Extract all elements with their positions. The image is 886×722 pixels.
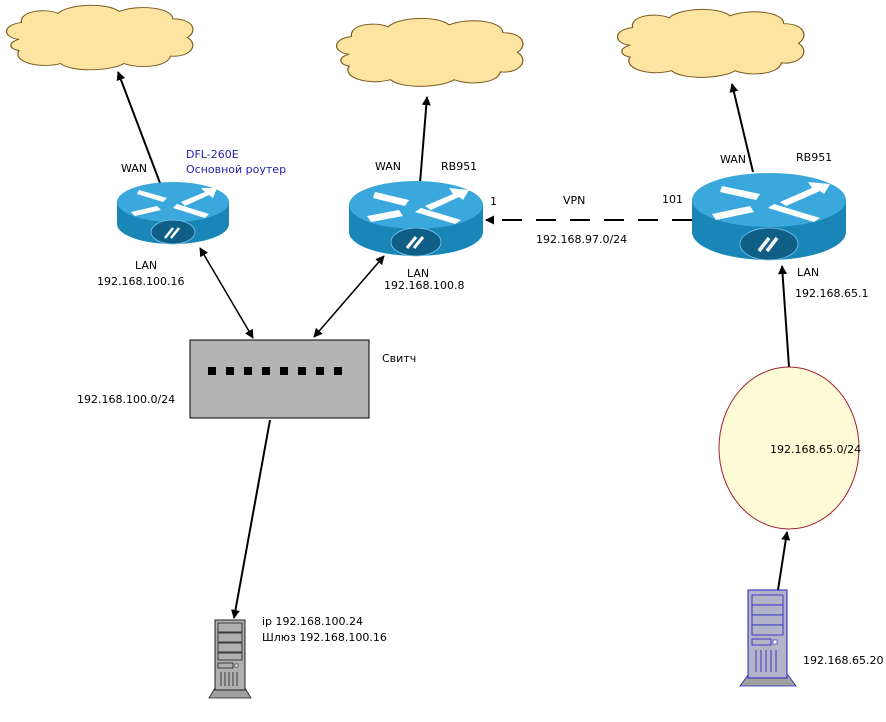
switch-port xyxy=(280,367,288,375)
server-local[interactable] xyxy=(208,619,252,699)
rb1-model-label: RB951 xyxy=(441,160,478,173)
switch-port xyxy=(244,367,252,375)
link-rb1-wan xyxy=(419,96,431,184)
link-rb1-switch xyxy=(313,255,385,338)
dfl-lan-label: LAN xyxy=(135,259,158,272)
cloud-internet-2 xyxy=(335,17,524,87)
link-dfl-switch xyxy=(199,247,254,339)
server-local-ip: ip 192.168.100.24 xyxy=(262,615,364,628)
dfl-wan-label: WAN xyxy=(121,162,148,175)
dfl-lan-ip: 192.168.100.16 xyxy=(97,275,185,288)
router-arrows-icon xyxy=(131,188,217,218)
server-remote[interactable] xyxy=(739,589,797,687)
switch-port xyxy=(298,367,306,375)
server-remote-ip: 192.168.65.20 xyxy=(803,654,884,667)
rb1-lan-label: LAN xyxy=(407,267,430,280)
rb2-lan-ip: 192.168.65.1 xyxy=(795,287,869,300)
router-badge-icon xyxy=(390,227,442,257)
rb1-vpn-port: 1 xyxy=(490,195,497,208)
vpn-label: VPN xyxy=(563,194,586,207)
switch-subnet-label: 192.168.100.0/24 xyxy=(77,393,176,406)
subnet-remote-label: 192.168.65.0/24 xyxy=(770,443,862,456)
router-badge-icon xyxy=(150,219,196,245)
router-arrows-icon xyxy=(712,182,830,222)
rb1-wan-label: WAN xyxy=(375,160,402,173)
switch-label: Свитч xyxy=(382,352,417,365)
link-subnet-rb2 xyxy=(778,265,790,368)
dfl-role-label: Основной роутер xyxy=(186,163,287,176)
switch-ports xyxy=(208,367,342,375)
router-arrows-icon xyxy=(367,188,469,224)
link-server-subnet xyxy=(777,531,791,591)
rb2-vpn-port: 101 xyxy=(662,193,683,206)
router-badge-icon xyxy=(739,227,799,261)
subnet-remote-circle[interactable] xyxy=(718,366,860,530)
router-rb951-remote[interactable] xyxy=(692,173,846,261)
dfl-model-label: DFL-260E xyxy=(186,148,239,161)
rb1-lan-ip: 192.168.100.8 xyxy=(384,279,465,292)
switch-port xyxy=(334,367,342,375)
router-dfl-260e[interactable] xyxy=(117,182,229,245)
server-local-gateway: Шлюз 192.168.100.16 xyxy=(262,631,387,644)
cloud-internet-3 xyxy=(616,8,805,78)
rb2-model-label: RB951 xyxy=(796,151,833,164)
switch[interactable] xyxy=(189,339,370,419)
link-dfl-wan xyxy=(116,71,161,184)
switch-port xyxy=(316,367,324,375)
vpn-subnet-label: 192.168.97.0/24 xyxy=(536,233,628,246)
rb2-wan-label: WAN xyxy=(720,153,747,166)
cloud-internet-1 xyxy=(5,4,194,71)
link-rb2-wan xyxy=(729,83,754,173)
router-rb951-local[interactable] xyxy=(349,181,483,257)
switch-port xyxy=(208,367,216,375)
switch-port xyxy=(262,367,270,375)
rb2-lan-label: LAN xyxy=(797,266,820,279)
link-switch-server xyxy=(231,419,271,619)
switch-port xyxy=(226,367,234,375)
